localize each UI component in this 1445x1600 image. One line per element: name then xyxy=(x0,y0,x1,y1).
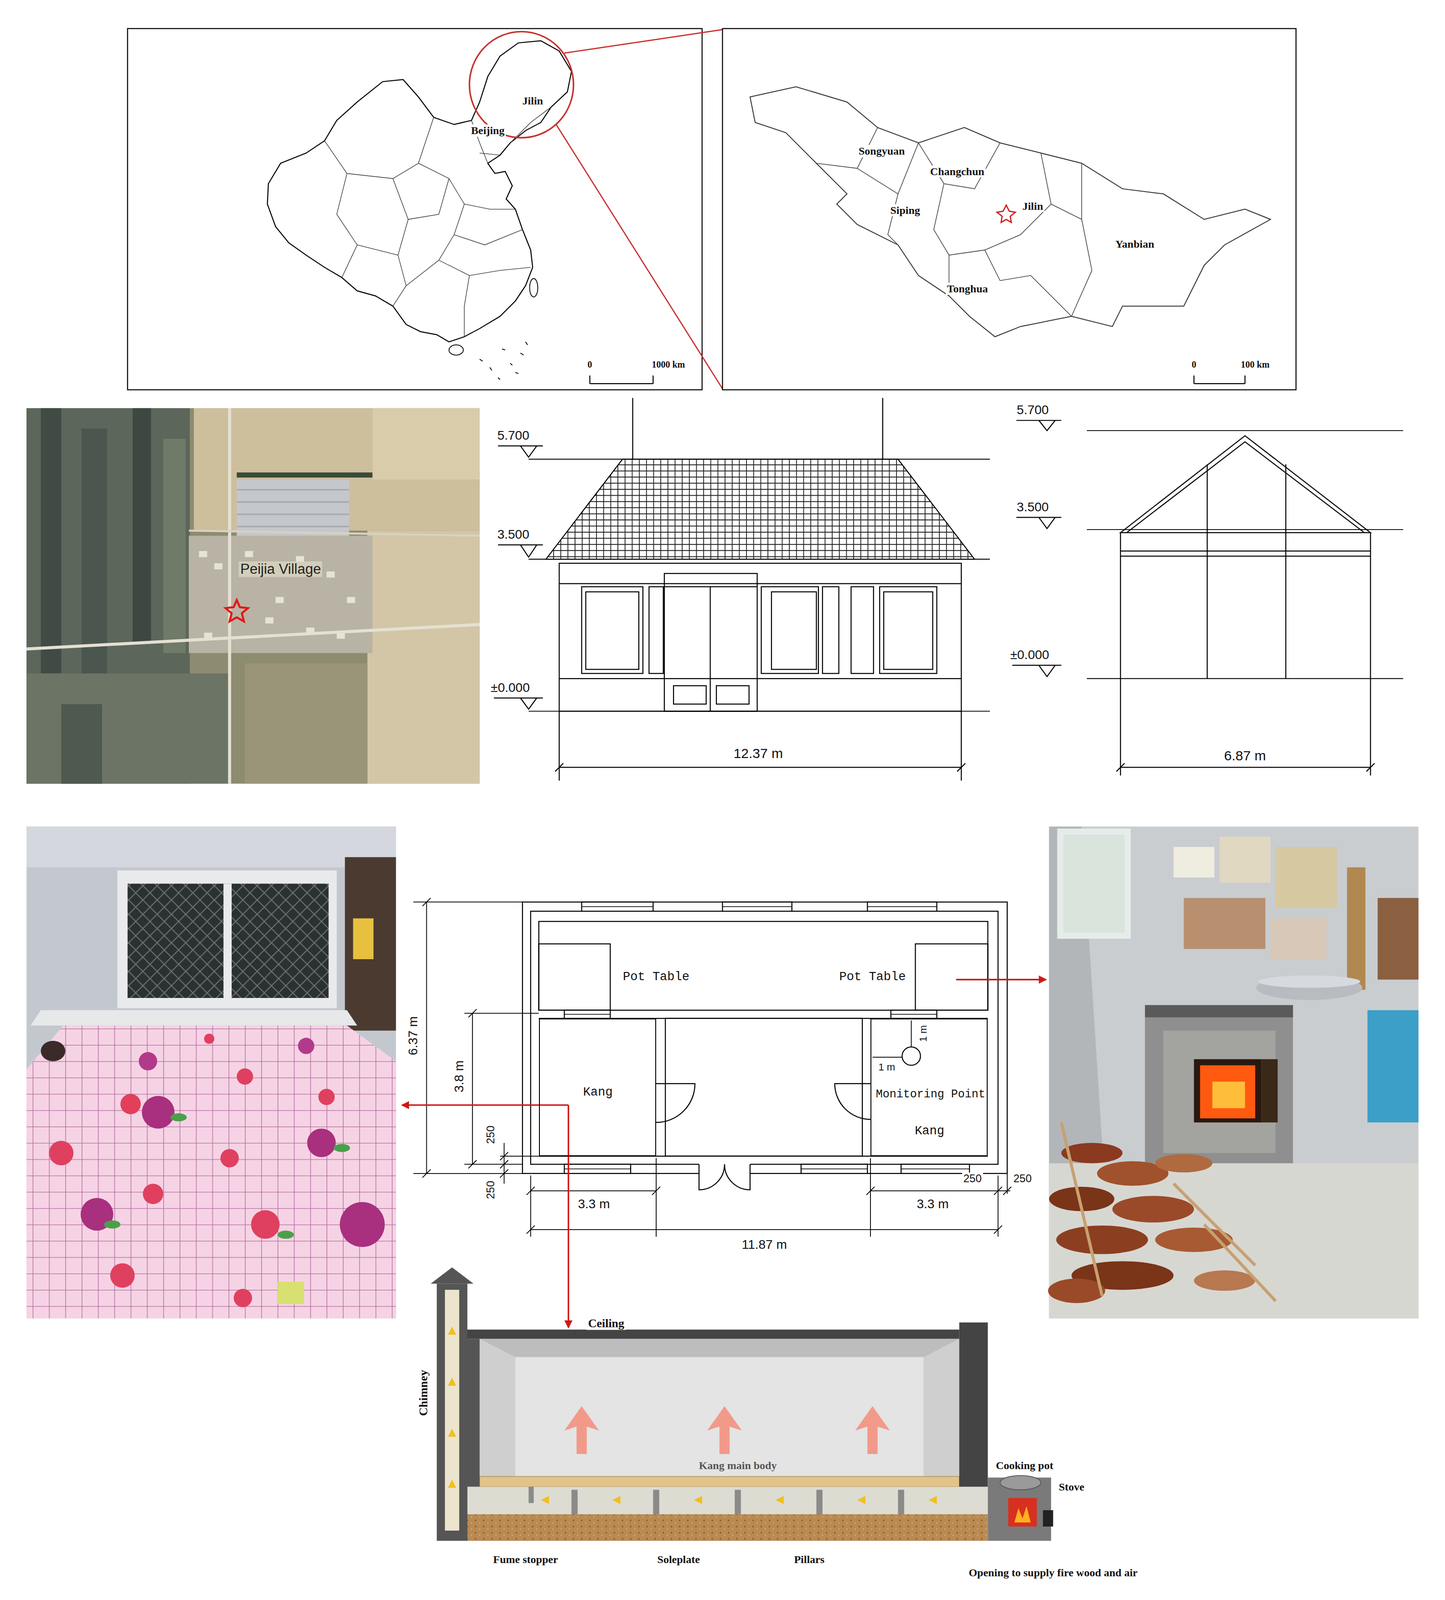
part-label: Stove xyxy=(1057,1480,1086,1492)
scale-label: 1000 km xyxy=(650,359,687,370)
level-mark: 5.700 xyxy=(496,428,531,443)
dimension: 6.87 m xyxy=(1222,747,1268,763)
dimension: 3.3 m xyxy=(576,1196,612,1212)
scale-label: 0 xyxy=(1190,359,1198,370)
monitoring-label: Monitoring Point xyxy=(874,1088,987,1102)
level-mark: 3.500 xyxy=(496,527,531,542)
dimension: 250 xyxy=(484,1123,497,1145)
dimension: 1 m xyxy=(876,1061,897,1073)
room-label: Kang xyxy=(913,1124,946,1139)
map-label: Songyuan xyxy=(857,145,907,157)
level-mark: 3.500 xyxy=(1015,500,1051,515)
part-label: Ceiling xyxy=(586,1316,626,1330)
part-label: Chimney xyxy=(416,1367,430,1417)
part-label: Kang main body xyxy=(697,1458,779,1471)
scale-label: 100 km xyxy=(1239,359,1271,370)
map-label: Jilin xyxy=(1020,200,1045,213)
part-label: Fume stopper xyxy=(492,1552,560,1565)
map-label: Jilin xyxy=(521,94,545,107)
dimension: 12.37 m xyxy=(732,745,785,761)
dimension: 3.8 m xyxy=(452,1058,467,1094)
dimension: 11.87 m xyxy=(740,1237,789,1252)
scale-label: 0 xyxy=(586,359,594,370)
room-box: Kang xyxy=(538,1018,657,1156)
level-mark: ±0.000 xyxy=(489,680,531,695)
room-label: Kang xyxy=(581,1085,615,1100)
map-label: Beijing xyxy=(469,124,506,137)
dimension: 250 xyxy=(962,1172,984,1185)
dimension: 3.3 m xyxy=(915,1196,951,1212)
part-label: Pillars xyxy=(792,1552,826,1565)
map-label: Siping xyxy=(888,204,922,217)
dimension: 250 xyxy=(484,1179,497,1201)
dimension: 6.37 m xyxy=(406,1014,421,1057)
part-label: Opening to supply fire wood and air xyxy=(967,1565,1139,1578)
part-label: Cooking pot xyxy=(994,1458,1055,1471)
part-label: Soleplate xyxy=(656,1552,702,1565)
level-mark: ±0.000 xyxy=(1008,647,1051,663)
room-box: Monitoring PointKang xyxy=(870,1018,988,1156)
map-label: Tonghua xyxy=(945,282,990,295)
map-label: Yanbian xyxy=(1113,237,1156,250)
level-mark: 5.700 xyxy=(1015,403,1051,418)
room-label: Pot Table xyxy=(621,970,691,985)
village-label: Peijia Village xyxy=(238,561,323,577)
room-label: Pot Table xyxy=(838,970,908,985)
map-label: Changchun xyxy=(928,165,986,178)
dimension: 1 m xyxy=(917,1023,929,1044)
dimension: 250 xyxy=(1011,1172,1033,1185)
